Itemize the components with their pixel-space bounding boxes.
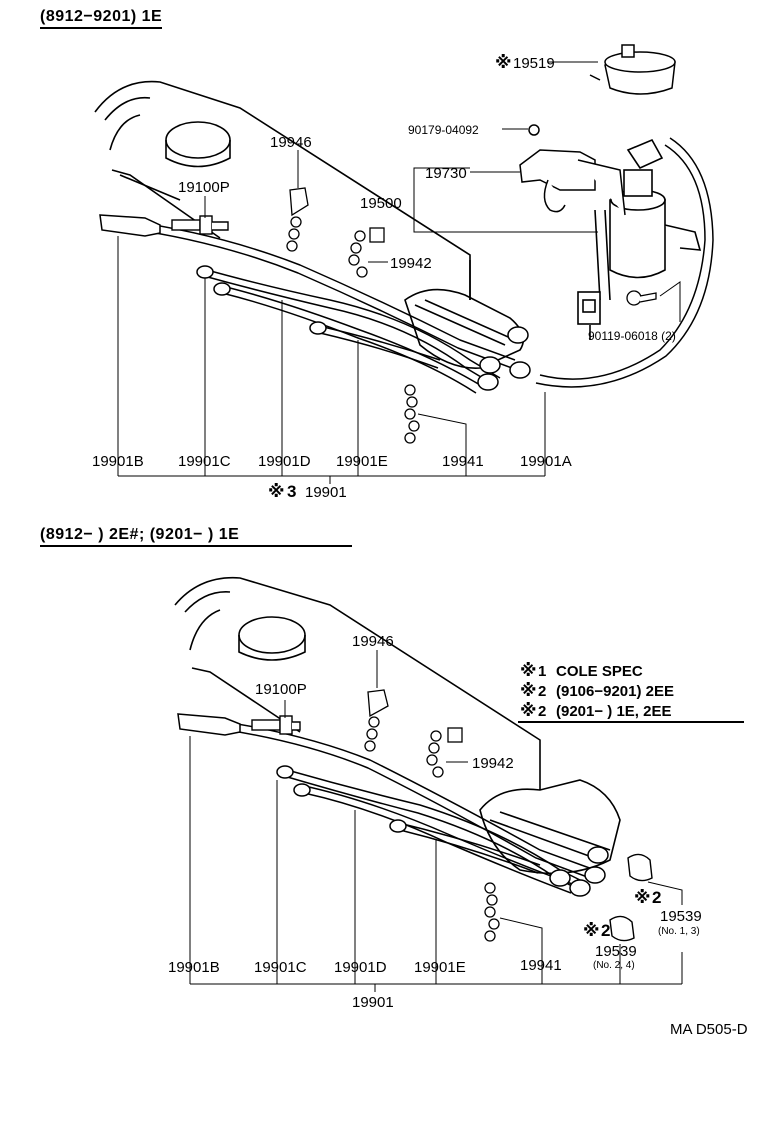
label-19901e-top: 19901E xyxy=(336,453,388,470)
engine-outline-bottom xyxy=(174,576,541,790)
high-tension-cords-top xyxy=(104,137,714,394)
note-1-mark: ※ xyxy=(520,661,537,680)
label-19901c-top: 19901C xyxy=(178,453,231,470)
clamps-bottom xyxy=(364,689,500,942)
label-19942-top: 19942 xyxy=(390,255,432,272)
cord-boots-bottom xyxy=(177,713,609,897)
label-90119-06018: 90119-06018 (2) xyxy=(588,329,676,343)
note-1-num: 1 xyxy=(538,663,546,680)
note-3-text: (9201− ) 1E, 2EE xyxy=(556,703,672,720)
label-19100p-bottom: 19100P xyxy=(255,681,307,698)
note-19539b: (No. 2, 4) xyxy=(593,960,635,971)
ref-mark-19901-top: ※ xyxy=(268,482,285,501)
label-19539b: 19539 xyxy=(595,943,637,960)
ref-num-19901-top: 3 xyxy=(287,482,296,501)
label-19901d-bottom: 19901D xyxy=(334,959,387,976)
bolt-90119 xyxy=(626,290,657,306)
ref-mark-19539b: ※ xyxy=(583,921,600,940)
header-bottom: (8912− ) 2E#; (9201− ) 1E xyxy=(40,526,352,547)
spark-plug-bottom xyxy=(251,715,301,735)
ref-mark-19519: ※ xyxy=(495,53,512,72)
note-2-mark: ※ xyxy=(520,681,537,700)
label-19942-bottom: 19942 xyxy=(472,755,514,772)
label-19941-top: 19941 xyxy=(442,453,484,470)
note-3-num: 2 xyxy=(538,703,546,720)
distributor-top xyxy=(404,260,525,369)
note-1-text: COLE SPEC xyxy=(556,663,643,680)
label-19901-bottom: 19901 xyxy=(352,994,394,1011)
distributor-cap-19519 xyxy=(589,44,676,95)
cord-protectors-19539 xyxy=(609,853,653,942)
clamps-top xyxy=(286,187,420,444)
leader-lines-bottom xyxy=(189,650,683,992)
label-19941-bottom: 19941 xyxy=(520,957,562,974)
coil-assembly-top xyxy=(577,138,702,340)
spark-plug-top xyxy=(171,215,229,235)
label-19946-bottom: 19946 xyxy=(352,633,394,650)
label-19946-top: 19946 xyxy=(270,134,312,151)
label-90179-04092: 90179-04092 xyxy=(408,123,479,137)
notes-legend: ※ 1 COLE SPEC ※ 2 (9106−9201) 2EE ※ 2 (9… xyxy=(518,661,744,723)
cord-boots-top xyxy=(99,214,531,391)
high-tension-cords-bottom xyxy=(179,715,596,894)
engine-outline-top xyxy=(94,80,471,300)
label-19901a: 19901A xyxy=(520,453,572,470)
label-19901b-bottom: 19901B xyxy=(168,959,220,976)
label-19901c-bottom: 19901C xyxy=(254,959,307,976)
label-19901e-bottom: 19901E xyxy=(414,959,466,976)
note-3-mark: ※ xyxy=(520,701,537,720)
note-2-text: (9106−9201) 2EE xyxy=(556,683,674,700)
label-19500: 19500 xyxy=(360,195,402,212)
ref-mark-19539a: ※ xyxy=(634,888,651,907)
label-19901b-top: 19901B xyxy=(92,453,144,470)
label-19730: 19730 xyxy=(425,165,467,182)
leader-lines-top xyxy=(117,61,681,484)
note-2-num: 2 xyxy=(538,683,546,700)
label-19519: 19519 xyxy=(513,55,555,72)
igniter-bracket-top xyxy=(519,124,626,216)
ref-num-19539a: 2 xyxy=(652,888,661,907)
ref-num-19539b: 2 xyxy=(601,921,610,940)
label-19901d-top: 19901D xyxy=(258,453,311,470)
note-19539a: (No. 1, 3) xyxy=(658,926,700,937)
drawing-code: MA D505-D xyxy=(670,1021,748,1038)
label-19901-top: 19901 xyxy=(305,484,347,501)
label-19100p-top: 19100P xyxy=(178,179,230,196)
header-top: (8912−9201) 1E xyxy=(40,8,163,29)
label-19539a: 19539 xyxy=(660,908,702,925)
